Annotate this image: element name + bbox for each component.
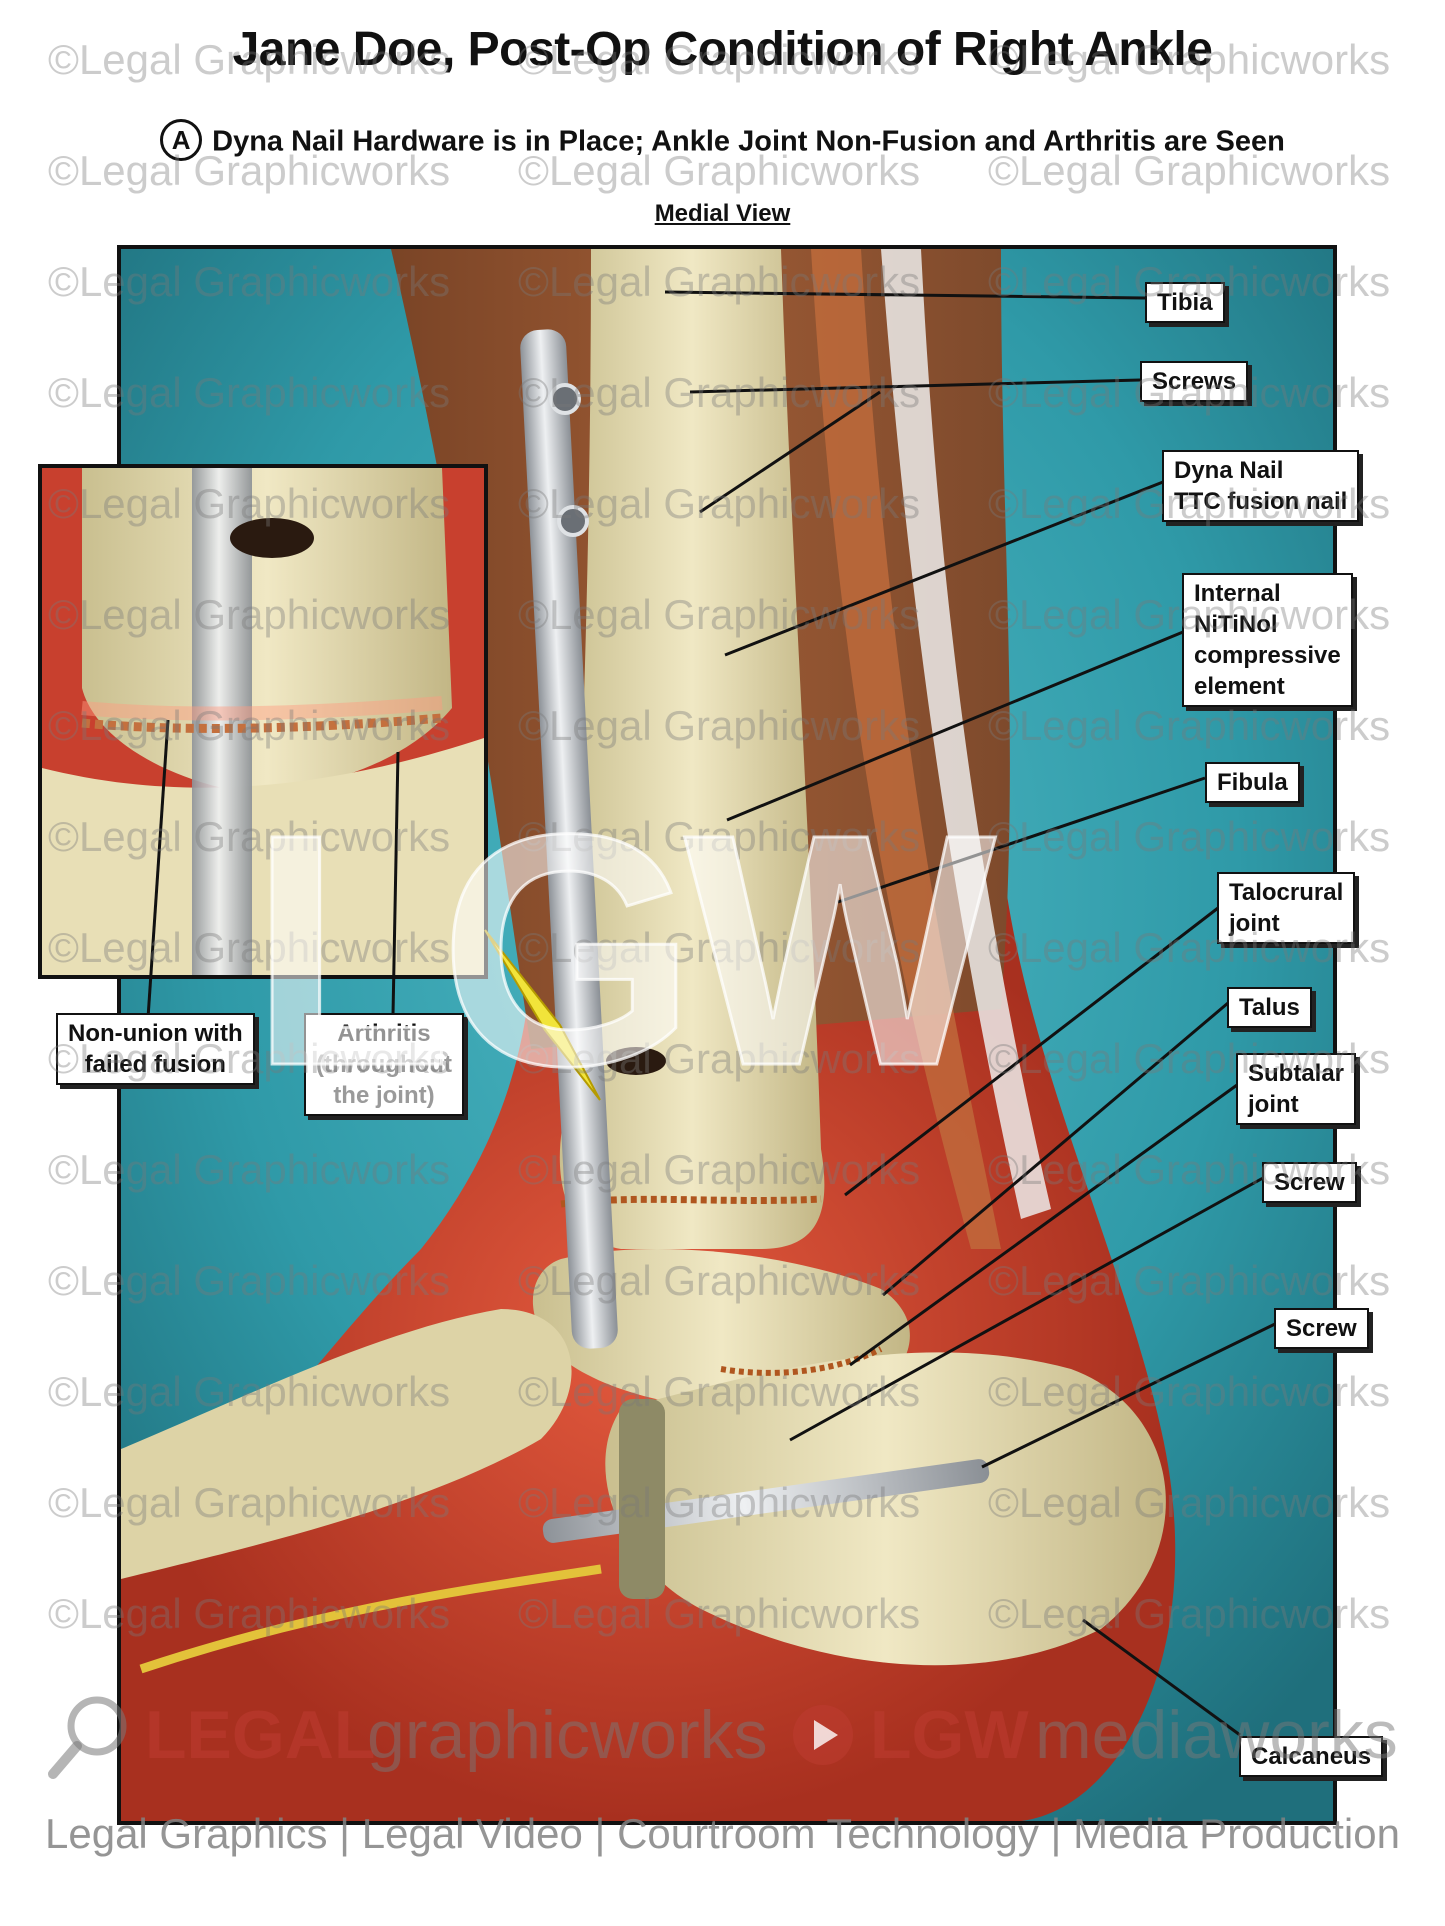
footer-tagline: Legal Graphics | Legal Video | Courtroom… <box>45 1810 1400 1857</box>
nerve <box>139 1564 602 1674</box>
inset-joint-line <box>81 713 443 733</box>
page-title: Jane Doe, Post-Op Condition of Right Ank… <box>232 23 1213 76</box>
subtitle: A Dyna Nail Hardware is in Place; Ankle J… <box>0 119 1445 164</box>
label-screw-upper: Screw <box>1262 1162 1357 1203</box>
label-talus: Talus <box>1227 987 1312 1028</box>
inset-tibia <box>82 468 452 790</box>
subtitle-text: Dyna Nail Hardware is in Place; Ankle Jo… <box>212 125 1285 158</box>
panel-marker: A <box>160 119 203 161</box>
view-label: Medial View <box>654 200 791 227</box>
inset-svg <box>42 468 484 975</box>
nail-tip <box>619 1399 665 1599</box>
inset-defect <box>230 518 314 558</box>
screw-head <box>549 383 581 415</box>
label-tibia: Tibia <box>1145 282 1225 323</box>
inset-closeup <box>38 464 488 979</box>
label-calcaneus: Calcaneus <box>1239 1736 1384 1777</box>
label-screws: Screws <box>1140 361 1249 402</box>
midfoot-bones <box>121 1309 572 1579</box>
screw-head <box>557 505 589 537</box>
inset-joint-glow <box>81 696 443 721</box>
label-screw-lower: Screw <box>1274 1308 1369 1349</box>
label-fibula: Fibula <box>1205 762 1300 803</box>
bone-defect <box>606 1047 666 1075</box>
inset-nail <box>192 468 252 975</box>
